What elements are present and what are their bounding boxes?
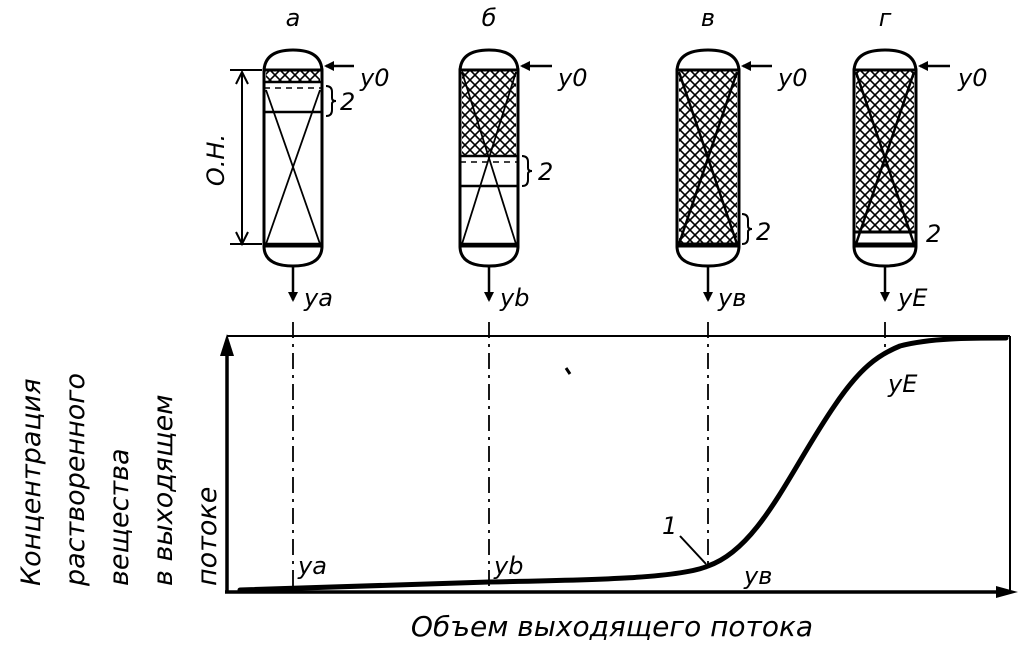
column-b-outlet-label: yb — [499, 284, 529, 312]
column-a-letter: а — [286, 4, 301, 32]
column-g: г y0 2 yE — [852, 4, 987, 312]
y-axis-label: Концентрация растворенного вещества в вы… — [16, 373, 223, 587]
column-a-zone-label: 2 — [340, 88, 355, 116]
column-b-zone-label: 2 — [538, 158, 553, 186]
y-label-line-5: потоке — [192, 487, 223, 586]
column-v-outlet-label: yв — [717, 284, 746, 312]
curve-number-label: 1 — [662, 512, 677, 540]
column-g-zone-label: 2 — [926, 220, 941, 248]
stray-mark — [564, 367, 572, 375]
column-g-outlet-label: yE — [897, 284, 928, 312]
column-v: в y0 2 yв — [675, 4, 807, 312]
y-label-line-4: в выходящем — [148, 394, 179, 586]
curve-label-ya: ya — [297, 552, 327, 580]
y-label-line-3: вещества — [104, 448, 135, 586]
column-b-letter: б — [482, 4, 497, 32]
column-g-letter: г — [879, 4, 892, 32]
curve-label-yb: yb — [493, 552, 523, 580]
bed-height-dimension: О.Н. — [202, 69, 262, 247]
column-v-zone-label: 2 — [756, 218, 771, 246]
column-v-inlet-label: y0 — [777, 64, 807, 92]
column-a: а y0 2 ya — [262, 4, 389, 312]
x-axis-label: Объем выходящего потока — [411, 610, 813, 643]
breakthrough-curve — [237, 335, 1009, 593]
y-label-line-2: растворенного — [60, 373, 91, 587]
column-a-outlet-label: ya — [303, 284, 333, 312]
y-axis-arrow — [220, 334, 234, 356]
bed-height-label: О.Н. — [202, 134, 230, 186]
breakthrough-graph: 1 ya yb yв yE — [220, 322, 1018, 598]
column-v-letter: в — [701, 4, 715, 32]
curve-label-yv: yв — [743, 562, 772, 590]
column-a-inlet-label: y0 — [359, 64, 389, 92]
curve-leader-line — [679, 535, 707, 565]
x-axis-arrow — [996, 586, 1018, 598]
column-b-inlet-label: y0 — [557, 64, 587, 92]
column-b: б y0 2 yb — [458, 4, 587, 312]
column-g-inlet-label: y0 — [957, 64, 987, 92]
curve-label-ye: yE — [887, 370, 918, 398]
y-label-line-1: Концентрация — [16, 378, 47, 586]
